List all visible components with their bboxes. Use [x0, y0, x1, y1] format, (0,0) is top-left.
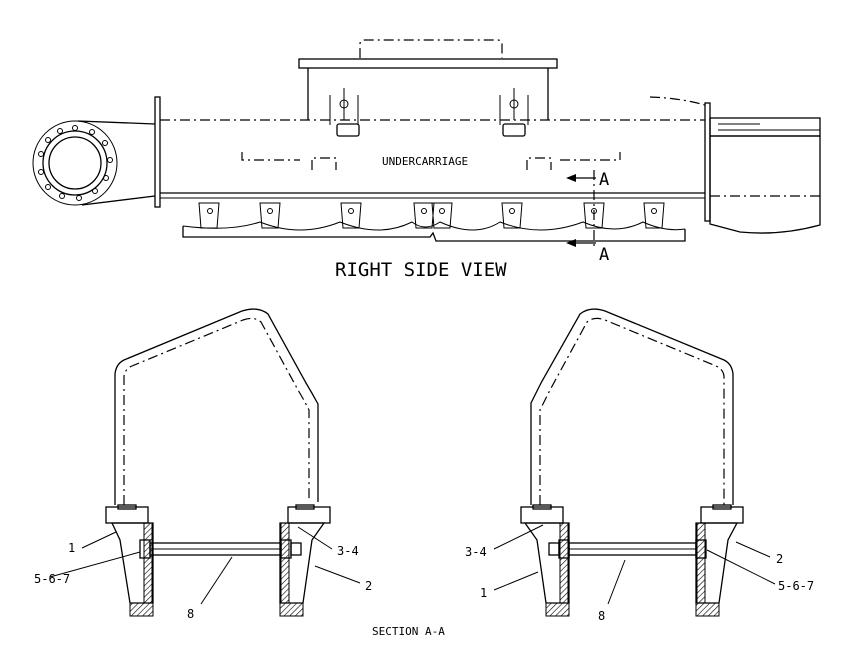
callout-8: 8 — [598, 609, 605, 623]
section-cut-marker: A A — [566, 170, 609, 265]
idler-wheel — [32, 120, 156, 206]
section-mark-top: A — [599, 170, 609, 190]
callout-3-4: 3-4 — [465, 545, 487, 559]
roller-brackets — [198, 202, 665, 229]
callout-1: 1 — [68, 541, 75, 555]
section-title: SECTION A-A — [372, 625, 445, 638]
callout-5-6-7: 5-6-7 — [34, 572, 70, 586]
right-side-view: UNDERCARRIAGE — [32, 39, 821, 281]
callout-2: 2 — [365, 579, 372, 593]
top-mount-plate — [298, 39, 558, 137]
section-mark-bottom: A — [599, 245, 609, 265]
section-right: 3-4 1 8 2 5-6-7 — [465, 308, 814, 623]
callout-8: 8 — [187, 607, 194, 621]
callout-2: 2 — [776, 552, 783, 566]
view-title: RIGHT SIDE VIEW — [335, 259, 507, 281]
undercarriage-frame: UNDERCARRIAGE — [154, 96, 711, 222]
section-left: 1 5-6-7 8 3-4 2 — [34, 308, 372, 621]
callout-5-6-7: 5-6-7 — [778, 579, 814, 593]
roller-rail — [182, 202, 686, 242]
body-label: UNDERCARRIAGE — [382, 155, 468, 168]
callout-1: 1 — [480, 586, 487, 600]
drive-end — [649, 96, 821, 234]
callout-3-4: 3-4 — [337, 544, 359, 558]
